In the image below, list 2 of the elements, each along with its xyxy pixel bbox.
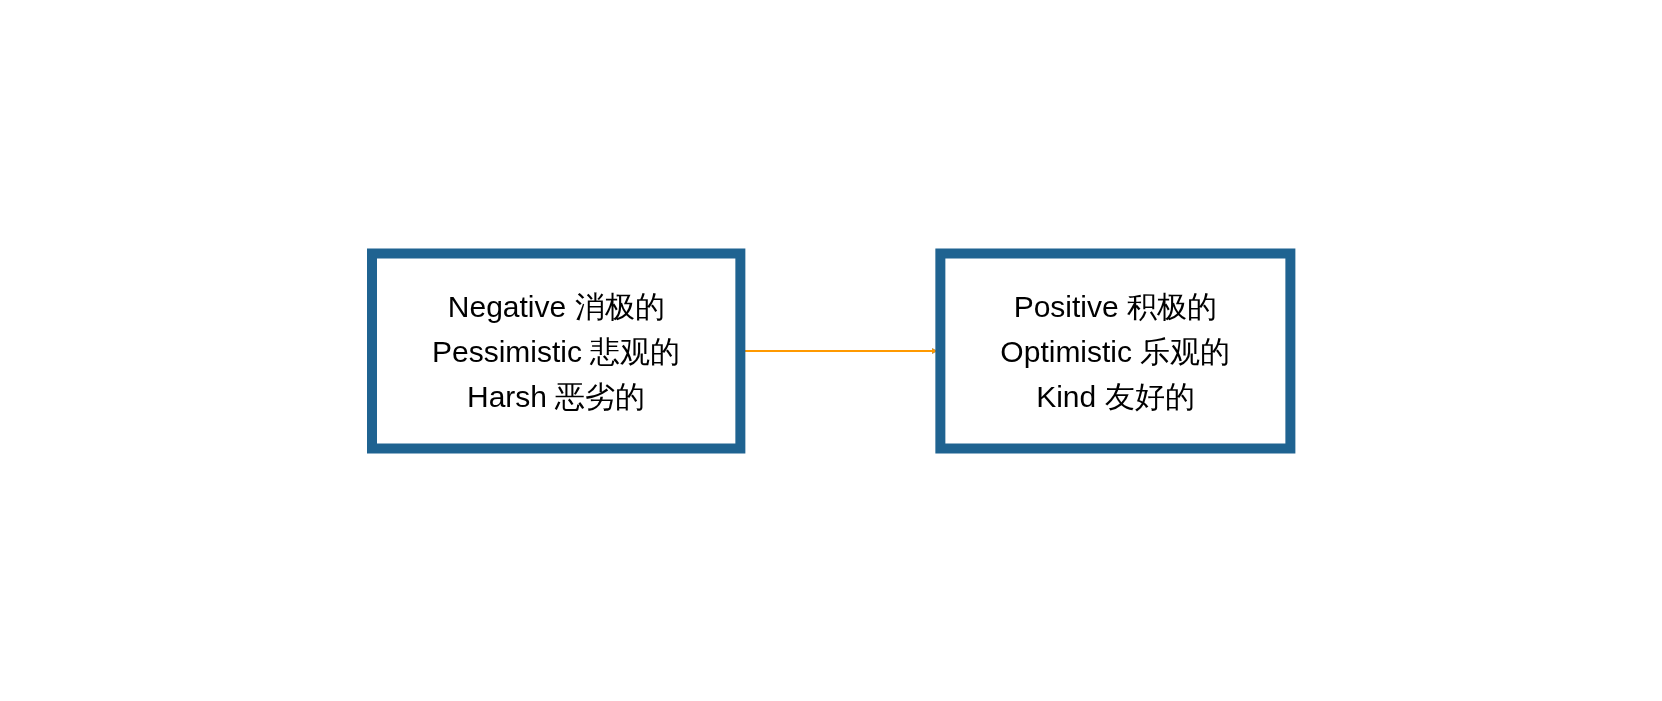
node-box: Negative 消极的 Pessimistic 悲观的 Harsh 恶劣的 — [366, 248, 746, 453]
node-box: Positive 积极的 Optimistic 乐观的 Kind 友好的 — [935, 248, 1296, 453]
